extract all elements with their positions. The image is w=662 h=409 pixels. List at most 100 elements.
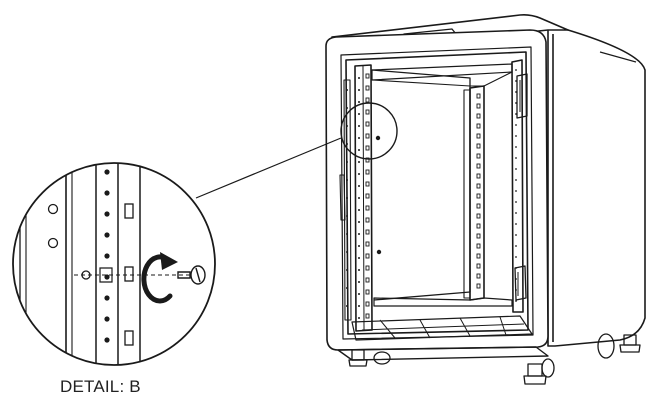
rail-slot <box>365 289 370 295</box>
hinge-top <box>516 73 528 119</box>
detail-b-marker <box>340 102 398 160</box>
caster-rear-right <box>597 333 641 359</box>
rail-slot <box>476 203 481 209</box>
rail-slot <box>365 205 370 211</box>
rail-hole <box>515 212 517 214</box>
detail-marker-screw-bottom <box>376 249 382 255</box>
front-frame <box>325 29 549 351</box>
rail-slot <box>476 183 481 189</box>
rail-slot <box>476 93 481 99</box>
rail-hole <box>515 69 517 71</box>
rail-holes <box>346 69 517 319</box>
left-side-strip <box>343 79 352 321</box>
front-opening <box>345 51 529 335</box>
rail-hole <box>515 300 517 302</box>
rail-hole-magnified <box>104 274 110 280</box>
rail-slot <box>365 157 370 163</box>
rail-slot <box>365 145 370 151</box>
rail-hole-magnified <box>104 337 110 343</box>
rail-slot <box>365 97 370 103</box>
rail-slot <box>476 283 481 289</box>
rail-slot <box>476 163 481 169</box>
rail-hole <box>358 149 360 151</box>
rail-hole <box>515 91 517 93</box>
rail-hole <box>515 80 517 82</box>
rail-hole <box>358 89 360 91</box>
caster-rear-left <box>373 351 391 365</box>
screw-icon <box>177 265 206 285</box>
clockwise-rotation-arrow-icon <box>141 252 178 304</box>
rail-hole <box>515 278 517 280</box>
rail-hole-magnified <box>104 295 110 301</box>
side-hole <box>346 251 348 253</box>
rail-hole <box>358 113 360 115</box>
side-hole <box>346 161 348 163</box>
rail-slot <box>365 229 370 235</box>
rail-hole-magnified <box>104 190 110 196</box>
rail-slot <box>365 181 370 187</box>
rail-hole <box>358 281 360 283</box>
bottom-cross-rail <box>373 297 513 307</box>
rail-hole <box>515 190 517 192</box>
rail-hole <box>515 113 517 115</box>
rail-hole-magnified <box>104 232 110 238</box>
detail-caption: DETAIL: B <box>60 377 141 396</box>
rail-slot <box>476 143 481 149</box>
rail-hole <box>515 168 517 170</box>
rail-slot <box>365 169 370 175</box>
rail-slot <box>365 253 370 259</box>
detail-b-magnified-view <box>12 162 216 366</box>
side-hole <box>346 143 348 145</box>
rail-slot <box>476 173 481 179</box>
front-right-rail <box>511 59 524 313</box>
detail-marker-screw-top <box>375 135 381 141</box>
rail-slot <box>476 153 481 159</box>
rail-slot <box>365 73 370 79</box>
leader-line <box>195 137 342 199</box>
side-hole <box>346 107 348 109</box>
side-hole <box>346 197 348 199</box>
rack-cabinet <box>325 14 646 385</box>
rail-hole <box>358 245 360 247</box>
rail-hole <box>358 305 360 307</box>
rail-hole <box>515 135 517 137</box>
rail-hole <box>515 201 517 203</box>
rail-hole <box>358 293 360 295</box>
rail-hole <box>515 223 517 225</box>
rail-slot <box>365 301 370 307</box>
side-hole <box>346 215 348 217</box>
rail-hole-magnified <box>104 316 110 322</box>
rail-slot <box>476 263 481 269</box>
rail-slot <box>365 121 370 127</box>
rail-hole <box>515 146 517 148</box>
rail-slot <box>476 233 481 239</box>
rail-slot <box>476 103 481 109</box>
rail-slot <box>365 241 370 247</box>
side-hole <box>346 233 348 235</box>
base-floor <box>351 315 533 341</box>
rail-slot <box>476 193 481 199</box>
side-hole <box>346 89 348 91</box>
rail-hole <box>358 197 360 199</box>
rail-slot <box>365 217 370 223</box>
front-opening-lip <box>340 46 534 340</box>
rail-slot <box>476 223 481 229</box>
rail-hole <box>515 289 517 291</box>
caster-front-left <box>348 349 368 367</box>
rail-hole <box>358 257 360 259</box>
rail-hole <box>358 317 360 319</box>
rail-slot <box>476 253 481 259</box>
top-handle-side <box>599 51 637 63</box>
rail-hole <box>515 179 517 181</box>
base-plinth <box>337 346 549 361</box>
rail-hole-magnified <box>104 211 110 217</box>
rail-slot <box>365 313 370 319</box>
rail-slot <box>476 133 481 139</box>
rail-hole <box>358 101 360 103</box>
rail-hole-magnified <box>104 169 110 175</box>
rail-hole <box>358 161 360 163</box>
rail-slot <box>365 193 370 199</box>
rail-slot <box>365 109 370 115</box>
rear-left-rail <box>463 89 471 299</box>
rail-hole <box>358 221 360 223</box>
